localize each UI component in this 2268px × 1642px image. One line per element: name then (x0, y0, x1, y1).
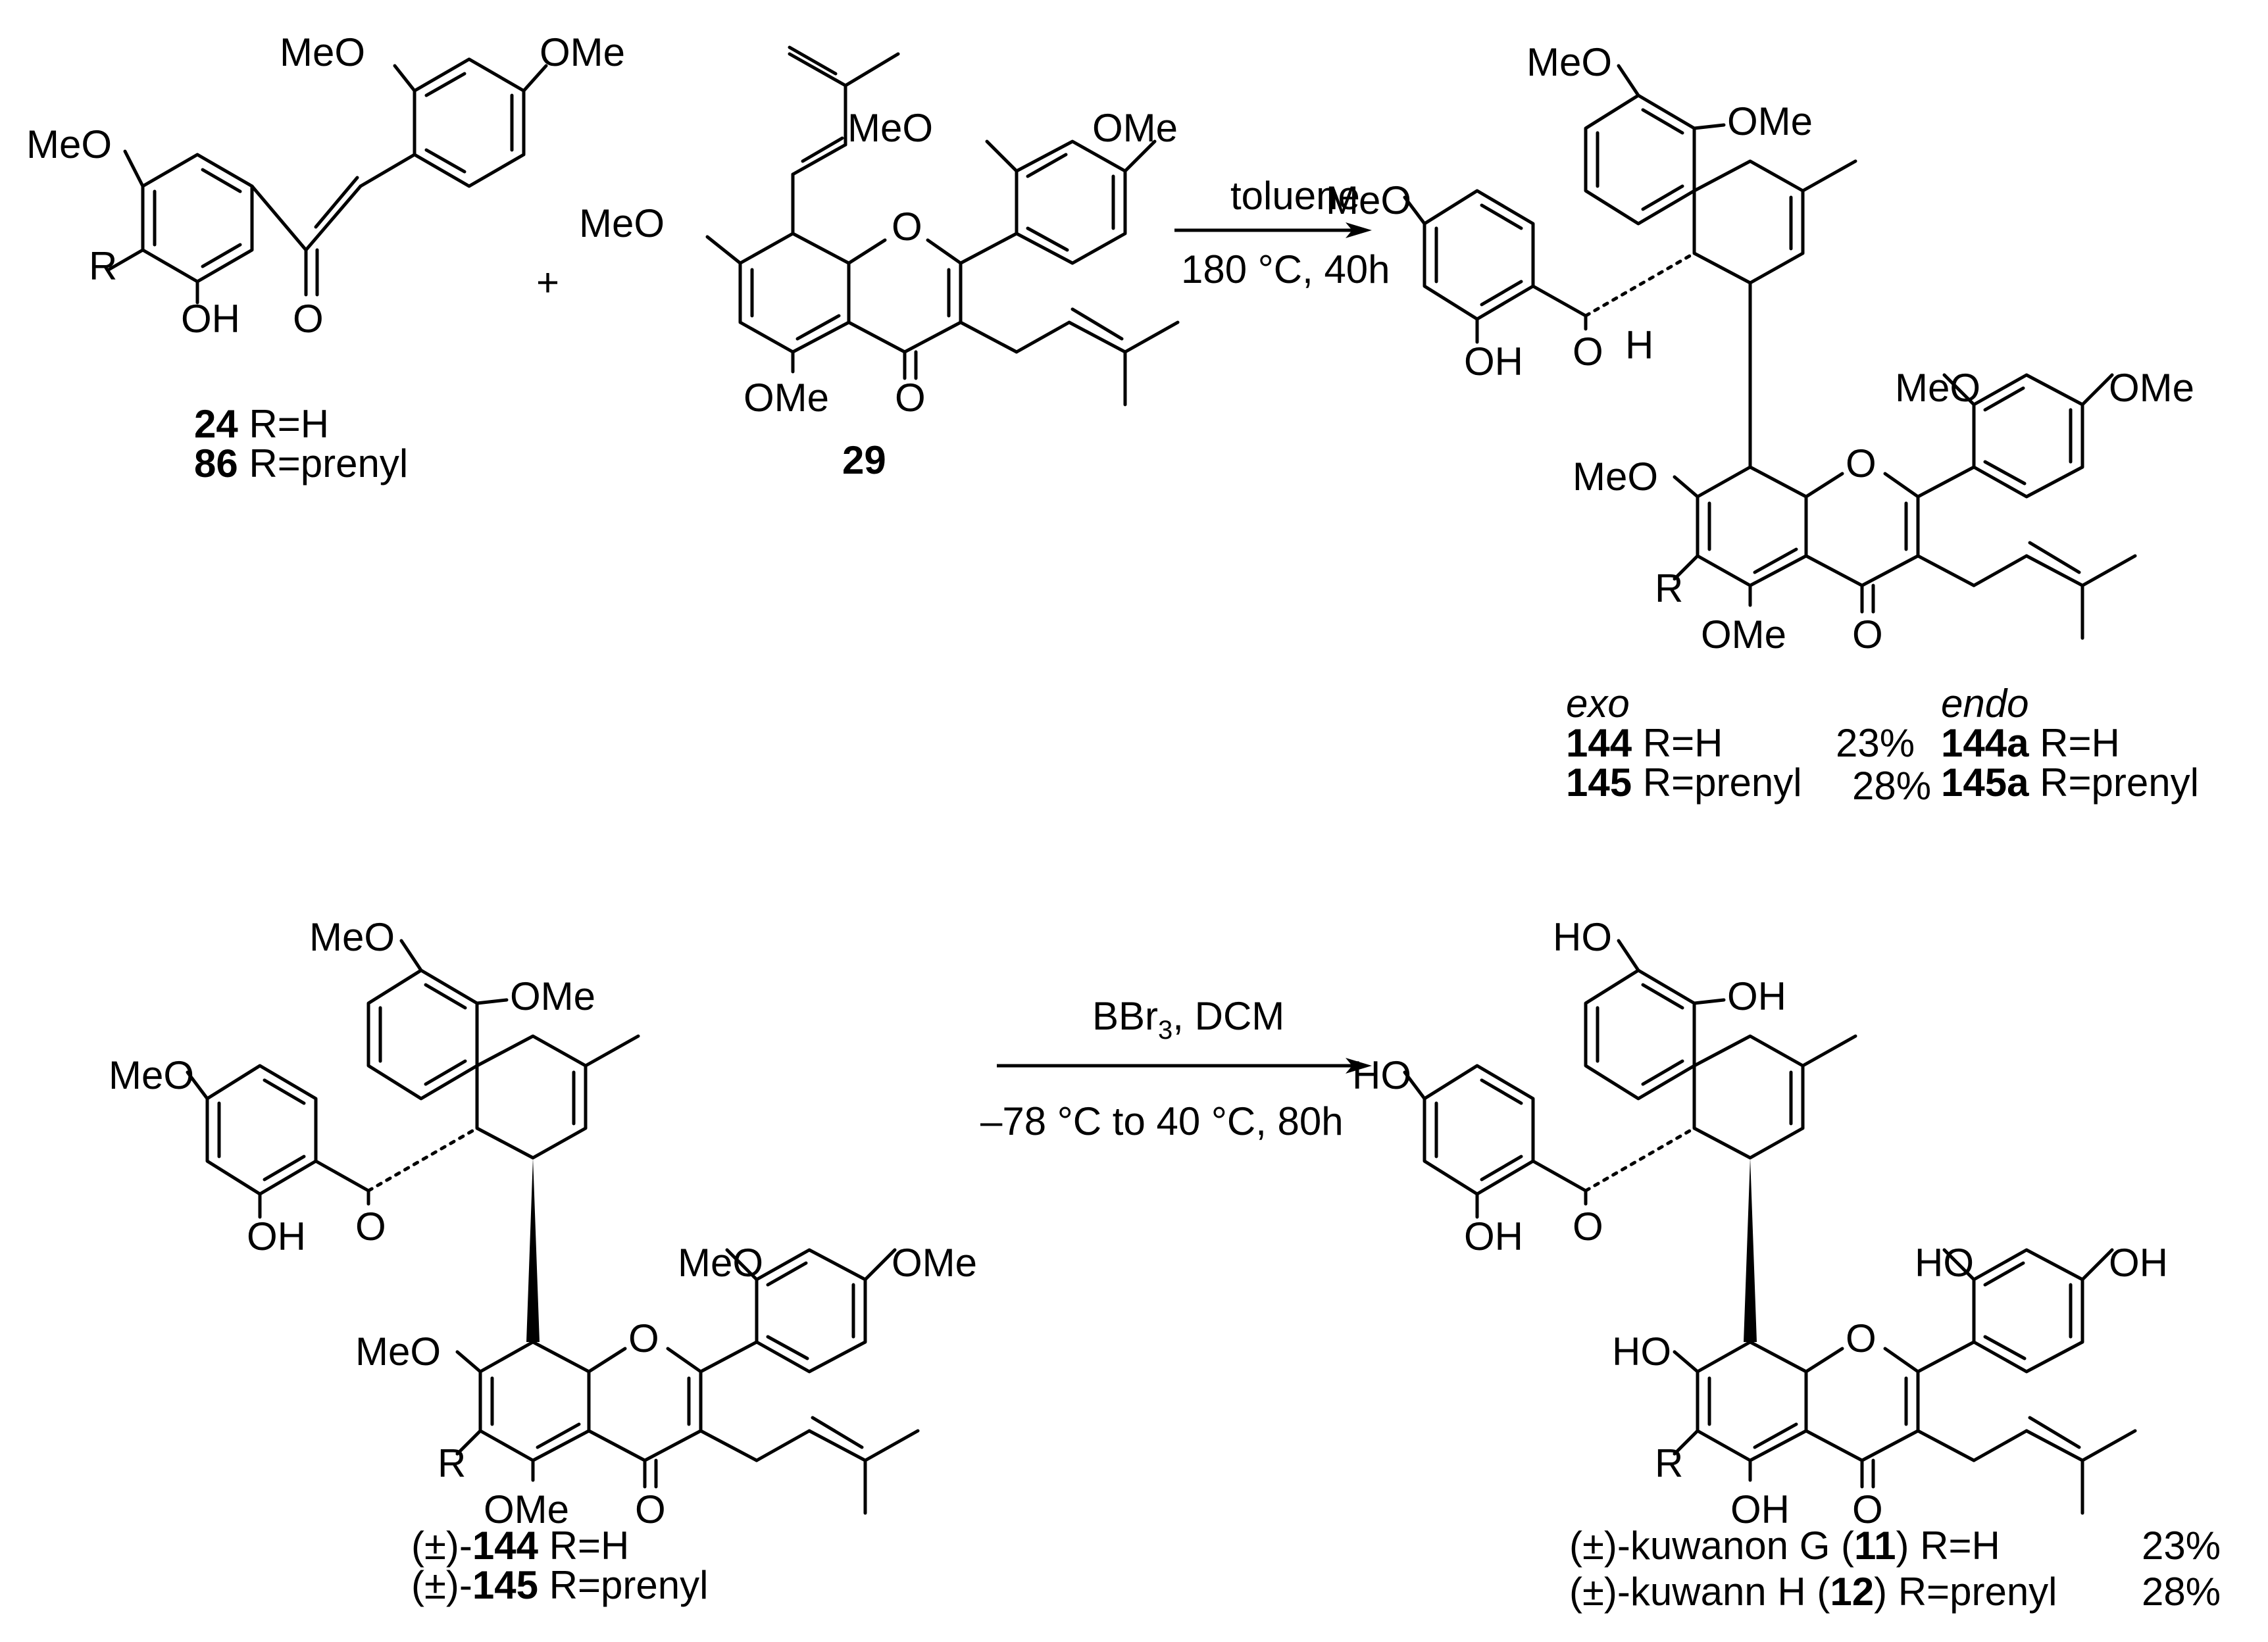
racemic-row-144: (±)-144 R=H (411, 1524, 629, 1568)
row-144: 144 R=H (1566, 721, 1723, 765)
oh-label: OH (181, 297, 240, 341)
k-ho-3: HO (1915, 1241, 1974, 1285)
yield-144: 23% (1836, 721, 1915, 765)
r144-r: R (438, 1441, 466, 1485)
r144-meo-4: MeO (355, 1330, 441, 1374)
p144-meo-4: MeO (1573, 455, 1658, 499)
k-keto-o: O (1852, 1487, 1883, 1531)
k-oh-3: OH (2109, 1241, 2168, 1285)
p144-o-carbonyl: O (1573, 330, 1603, 374)
p144-meo-2: MeO (1326, 178, 1411, 222)
kuwanon-h-row: (±)-kuwann H (12) R=prenyl (1569, 1570, 2057, 1614)
p144-ome-3: OMe (2109, 366, 2194, 410)
row-144a: 144a R=H (1941, 721, 2120, 765)
plus-sign: + (536, 261, 559, 305)
r144-meo-3: MeO (678, 1241, 763, 1285)
step2-reagent-bottom: –78 °C to 40 °C, 80h (980, 1099, 1344, 1143)
r144-oh: OH (247, 1214, 306, 1258)
p144-h: H (1625, 323, 1653, 367)
kuwanon-g-yield: 23% (2142, 1524, 2221, 1568)
ome-top-label: OMe (540, 30, 625, 74)
row-145a: 145a R=prenyl (1941, 760, 2199, 805)
exo-label: exo (1566, 682, 1630, 726)
reaction-arrow-1: toluene 180 °C, 40h (1174, 174, 1390, 291)
k-ho-1: HO (1553, 915, 1612, 959)
k-oh-2: OH (1464, 1214, 1523, 1258)
k-r: R (1655, 1441, 1683, 1485)
meo-top-label: MeO (280, 30, 365, 74)
p144-meo-3: MeO (1895, 366, 1980, 410)
step1-reagent-bottom: 180 °C, 40h (1181, 247, 1390, 291)
k-ring-o: O (1846, 1316, 1877, 1360)
ome-a-label: OMe (1092, 106, 1178, 150)
ome-b-label: OMe (743, 376, 829, 420)
product-144: MeO OMe MeO OH O H MeO OMe MeO O R OMe O… (1326, 40, 2199, 808)
meo-a-label: MeO (847, 106, 933, 150)
r144-ring-o: O (628, 1316, 659, 1360)
p144-ome-1: OMe (1727, 99, 1813, 143)
r144-ome-3: OMe (892, 1241, 977, 1285)
step2-reagent-top: BBr3, DCM (1092, 994, 1284, 1045)
row-145: 145 R=prenyl (1566, 760, 1802, 805)
r144-meo-2: MeO (109, 1053, 194, 1097)
step1-reagent-top: toluene (1230, 174, 1360, 218)
meo-b-label: MeO (579, 201, 665, 245)
p144-meo-1: MeO (1526, 40, 1612, 84)
compound-29: MeO OMe MeO O OMe O 29 (579, 45, 1180, 482)
r144-ome-1: OMe (510, 974, 595, 1018)
ring-o-label: O (892, 205, 922, 249)
r144-keto-o: O (635, 1487, 666, 1531)
endo-label: endo (1941, 682, 2029, 726)
keto-o-label: O (895, 376, 926, 420)
carbonyl-o-label: O (293, 297, 324, 341)
k-oh-5: OH (1730, 1487, 1790, 1531)
p144-ring-o: O (1846, 441, 1877, 485)
racemic-144: MeO OMe MeO OH O MeO OMe MeO O R OMe O (109, 915, 977, 1531)
r144-ome-5: OMe (484, 1487, 569, 1531)
caption-24: 24 R=H (194, 402, 329, 446)
r144-o-carbonyl: O (355, 1205, 386, 1249)
p144-oh: OH (1464, 339, 1523, 384)
p144-r: R (1655, 566, 1683, 610)
kuwanon-h-yield: 28% (2142, 1570, 2221, 1614)
compound-24-86: MeO R OH O MeO OMe 24 R=H 86 R=prenyl (26, 30, 625, 485)
p144-ome-5: OMe (1701, 612, 1786, 657)
k-o-carbonyl: O (1573, 1205, 1603, 1249)
caption-86: 86 R=prenyl (194, 441, 408, 485)
meo-left-label: MeO (26, 122, 112, 166)
r144-meo-1: MeO (309, 915, 395, 959)
k-ho-2: HO (1352, 1053, 1411, 1097)
kuwanon-g-row: (±)-kuwanon G (11) R=H (1569, 1524, 2000, 1568)
k-ho-4: HO (1612, 1330, 1671, 1374)
reaction-arrow-2: BBr3, DCM –78 °C to 40 °C, 80h (980, 994, 1372, 1143)
racemic-row-145: (±)-145 R=prenyl (411, 1563, 708, 1607)
caption-29: 29 (842, 438, 886, 482)
r-label: R (89, 244, 117, 288)
kuwanon-product: HO OH HO OH O HO OH HO O R OH O (1352, 915, 2168, 1531)
p144-keto-o: O (1852, 612, 1883, 657)
yield-145: 28% (1852, 764, 1931, 808)
k-oh-1: OH (1727, 974, 1786, 1018)
